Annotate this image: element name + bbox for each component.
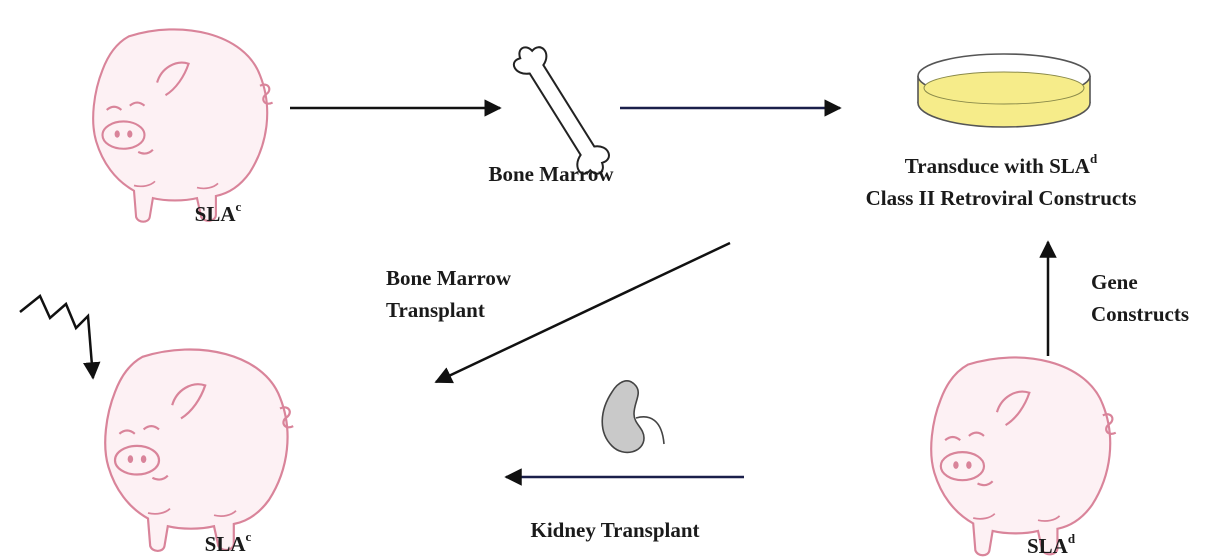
kidney-donor-pig-label-text: SLA [1027,534,1068,558]
donor-pig-label: SLAc [195,200,242,228]
bone-marrow-label: Bone Marrow [488,160,613,188]
donor-pig-label-sup: c [236,199,242,214]
bmt-label-line2: Transplant [386,296,485,324]
donor-pig-label-text: SLA [195,202,236,226]
dish-label-line1-text: Transduce with SLA [905,154,1090,178]
petri-dish-icon [918,54,1090,127]
donor-pig-icon [93,29,272,221]
recipient-pig-icon [105,349,293,550]
kidney-icon [602,381,664,453]
gene-constructs-label-line1: Gene [1091,268,1138,296]
recipient-pig-label-text: SLA [205,532,246,556]
kidney-donor-pig-label-sup: d [1068,531,1075,546]
recipient-pig-label: SLAc [205,530,252,558]
dish-label-line2: Class II Retroviral Constructs [866,184,1137,212]
irradiation-icon [20,296,93,378]
dish-label-line1-sup: d [1090,151,1097,166]
kidney-donor-pig-icon [931,357,1116,555]
bmt-label-line1: Bone Marrow [386,264,511,292]
recipient-pig-label-sup: c [246,529,252,544]
kidney-transplant-label: Kidney Transplant [530,516,699,544]
kidney-donor-pig-label: SLAd [1027,532,1075,560]
dish-label-line1: Transduce with SLAd [905,152,1097,180]
gene-constructs-label-line2: Constructs [1091,300,1189,328]
